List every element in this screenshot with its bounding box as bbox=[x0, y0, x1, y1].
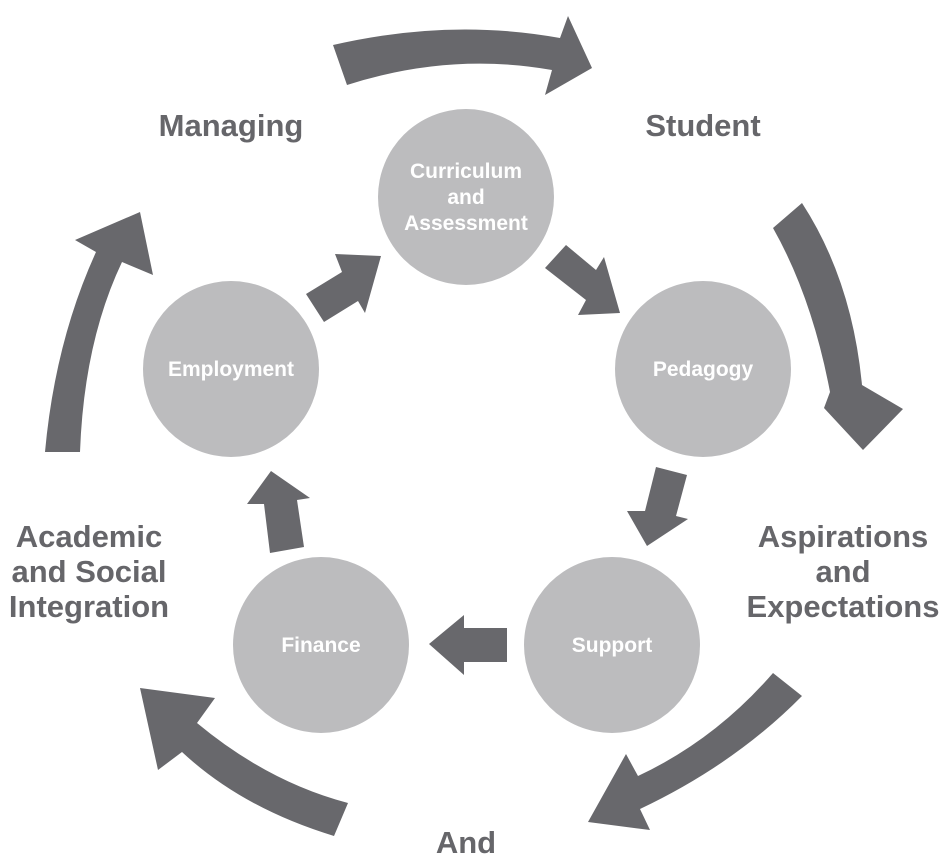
outer-arrow-top bbox=[333, 16, 592, 95]
node-support-circle bbox=[524, 557, 700, 733]
node-pedagogy: Pedagogy bbox=[615, 281, 791, 457]
outer-arrow-right bbox=[773, 203, 903, 450]
node-support: Support bbox=[524, 557, 700, 733]
node-employment-label: Employment bbox=[168, 358, 294, 381]
outer-label-aspirations-line1: Aspirations bbox=[758, 519, 929, 554]
node-support-label: Support bbox=[572, 634, 652, 657]
inner-arrow-curriculum-to-pedagogy bbox=[545, 245, 620, 315]
node-pedagogy-label: Pedagogy bbox=[653, 358, 754, 381]
node-curriculum-label-line1: Curriculum bbox=[410, 160, 522, 183]
outer-label-and: And bbox=[436, 825, 496, 860]
outer-label-academic-line2: and Social bbox=[11, 554, 166, 589]
inner-arrow-finance-to-employment bbox=[247, 471, 310, 553]
node-finance: Finance bbox=[233, 557, 409, 733]
node-curriculum: Curriculum and Assessment bbox=[378, 109, 554, 285]
node-pedagogy-circle bbox=[615, 281, 791, 457]
inner-arrow-pedagogy-to-support bbox=[627, 467, 688, 546]
outer-arrow-bottom-right bbox=[588, 673, 802, 830]
inner-arrow-employment-to-curriculum bbox=[306, 254, 381, 322]
outer-label-aspirations-line2: and bbox=[815, 554, 870, 589]
node-curriculum-circle bbox=[378, 109, 554, 285]
node-curriculum-label-line3: Assessment bbox=[404, 212, 528, 235]
node-employment: Employment bbox=[143, 281, 319, 457]
outer-label-managing: Managing bbox=[159, 108, 304, 143]
inner-arrow-support-to-finance bbox=[429, 615, 507, 675]
node-finance-circle bbox=[233, 557, 409, 733]
outer-label-aspirations-line3: Expectations bbox=[747, 589, 940, 624]
outer-arrow-bottom-left bbox=[140, 688, 348, 836]
outer-label-academic-line1: Academic bbox=[16, 519, 162, 554]
outer-arrow-left bbox=[45, 212, 153, 452]
outer-label-student: Student bbox=[645, 108, 760, 143]
node-employment-circle bbox=[143, 281, 319, 457]
node-curriculum-label-line2: and bbox=[447, 186, 484, 209]
outer-label-academic-line3: Integration bbox=[9, 589, 169, 624]
node-finance-label: Finance bbox=[281, 634, 360, 657]
